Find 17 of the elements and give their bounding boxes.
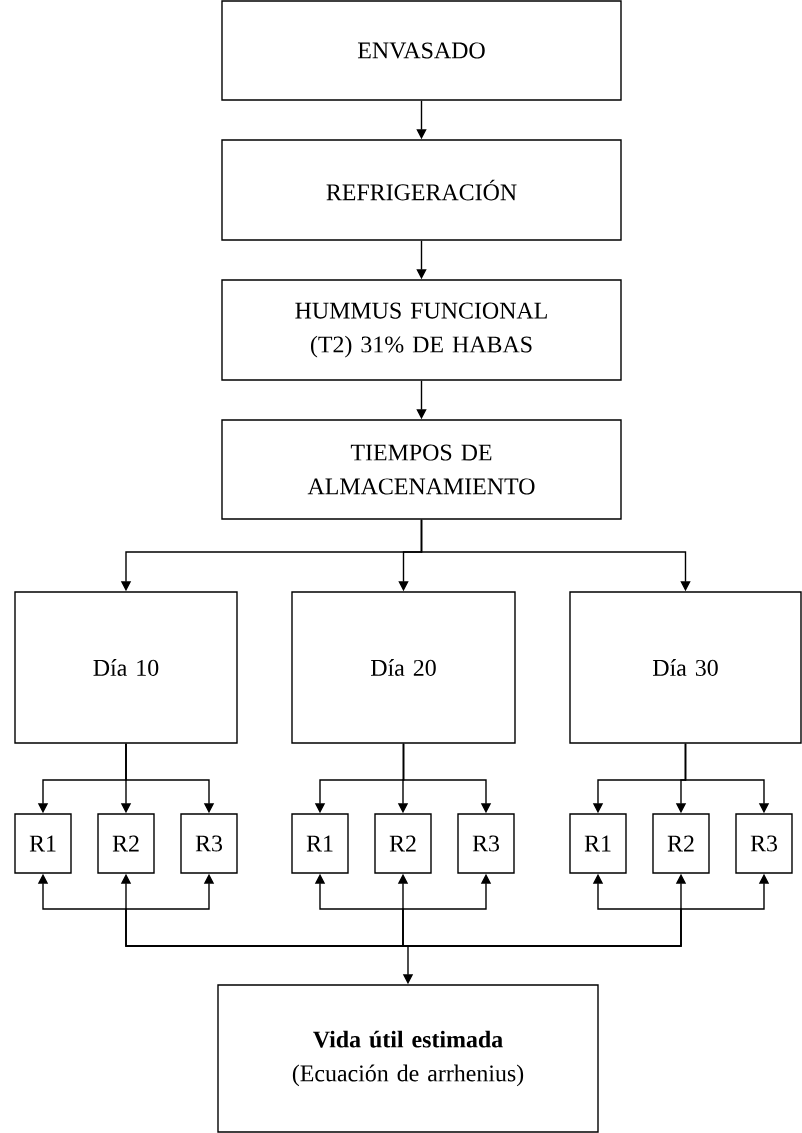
- process-box: Día 10: [14, 591, 238, 744]
- process-box: R1: [291, 813, 349, 874]
- process-box: R3: [735, 813, 793, 874]
- process-box: R2: [97, 813, 155, 874]
- process-box: Día 20: [291, 591, 516, 744]
- process-box: R2: [374, 813, 432, 874]
- process-box: REFRIGERACIÓN: [221, 139, 622, 241]
- process-box: R3: [457, 813, 515, 874]
- process-box: R1: [569, 813, 627, 874]
- process-box: HUMMUS FUNCIONAL (T2) 31% DE HABAS: [221, 279, 622, 381]
- process-box: R2: [652, 813, 710, 874]
- process-box: TIEMPOS DE ALMACENAMIENTO: [221, 419, 622, 520]
- process-box: Día 30: [569, 591, 802, 744]
- process-box: R1: [14, 813, 72, 874]
- process-box: ENVASADO: [221, 0, 622, 101]
- result-box: Vida útil estimada (Ecuación de arrhenius): [217, 984, 599, 1133]
- process-box: R3: [180, 813, 238, 874]
